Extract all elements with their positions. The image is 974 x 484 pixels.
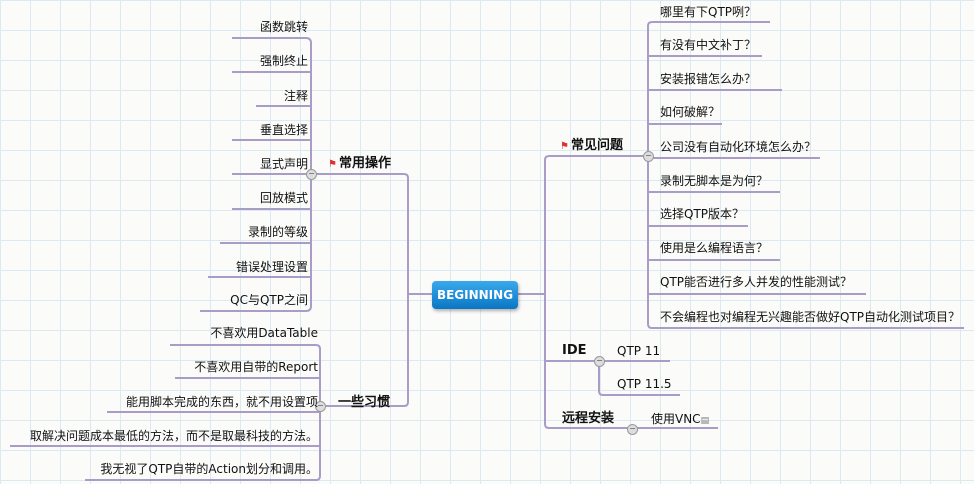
branch-label: 常见问题: [570, 138, 623, 153]
collapse-toggle[interactable]: −: [627, 424, 638, 435]
list-item[interactable]: 注释: [283, 89, 308, 103]
collapse-toggle[interactable]: −: [594, 356, 605, 367]
branch-faq[interactable]: ⚑常见问题: [560, 139, 623, 154]
list-item[interactable]: 强制终止: [259, 54, 308, 68]
collapse-toggle[interactable]: −: [315, 401, 326, 412]
branch-common-operations[interactable]: ⚑常用操作: [328, 157, 391, 172]
branch-remote-install[interactable]: 远程安装: [562, 411, 615, 426]
list-item[interactable]: 使用是么编程语言？: [660, 241, 769, 255]
list-item[interactable]: 不会编程也对编程无兴趣能否做好QTP自动化测试项目？: [660, 310, 961, 324]
branch-ide[interactable]: IDE: [562, 343, 587, 358]
list-item[interactable]: 能用脚本完成的东西，就不用设置项: [125, 395, 318, 409]
list-item[interactable]: 不喜欢用DataTable: [210, 326, 318, 340]
list-item[interactable]: 显式声明: [259, 157, 308, 171]
list-item[interactable]: 哪里有下QTP咧？: [660, 5, 757, 19]
list-item[interactable]: QTP能否进行多人并发的性能测试？: [660, 275, 853, 289]
list-item[interactable]: 录制的等级: [247, 225, 308, 239]
note-icon[interactable]: ▤: [700, 416, 710, 426]
list-item[interactable]: 不喜欢用自带的Report: [194, 360, 318, 374]
list-item[interactable]: 有没有中文补丁？: [660, 38, 757, 52]
collapse-toggle[interactable]: −: [306, 169, 317, 180]
list-item[interactable]: 如何破解？: [660, 105, 721, 119]
list-item[interactable]: 错误处理设置: [235, 260, 308, 274]
list-item[interactable]: 我无视了QTP自带的Action划分和调用。: [100, 462, 318, 476]
list-item[interactable]: QTP 11.5: [617, 377, 672, 391]
list-item[interactable]: 安装报错怎么办？: [660, 72, 757, 86]
central-topic[interactable]: BEGINNING: [432, 281, 518, 309]
flag-icon: ⚑: [560, 141, 569, 152]
list-item[interactable]: 公司没有自动化环境怎么办？: [660, 140, 817, 154]
branch-habits[interactable]: 一些习惯: [338, 395, 391, 410]
list-item[interactable]: 使用VNC▤: [651, 412, 709, 428]
list-item[interactable]: 录制无脚本是为何？: [660, 174, 769, 188]
branch-label: 常用操作: [338, 156, 391, 171]
collapse-toggle[interactable]: −: [643, 151, 654, 162]
flag-icon: ⚑: [328, 159, 337, 170]
list-item[interactable]: 函数跳转: [259, 20, 308, 34]
list-item[interactable]: 回放模式: [259, 191, 308, 205]
list-item[interactable]: 垂直选择: [259, 123, 308, 137]
list-item[interactable]: QTP 11: [617, 344, 661, 358]
item-label: 使用VNC: [651, 412, 701, 426]
list-item[interactable]: QC与QTP之间: [230, 293, 308, 307]
list-item[interactable]: 取解决问题成本最低的方法，而不是取最科技的方法。: [29, 429, 318, 443]
list-item[interactable]: 选择QTP版本？: [660, 207, 745, 221]
